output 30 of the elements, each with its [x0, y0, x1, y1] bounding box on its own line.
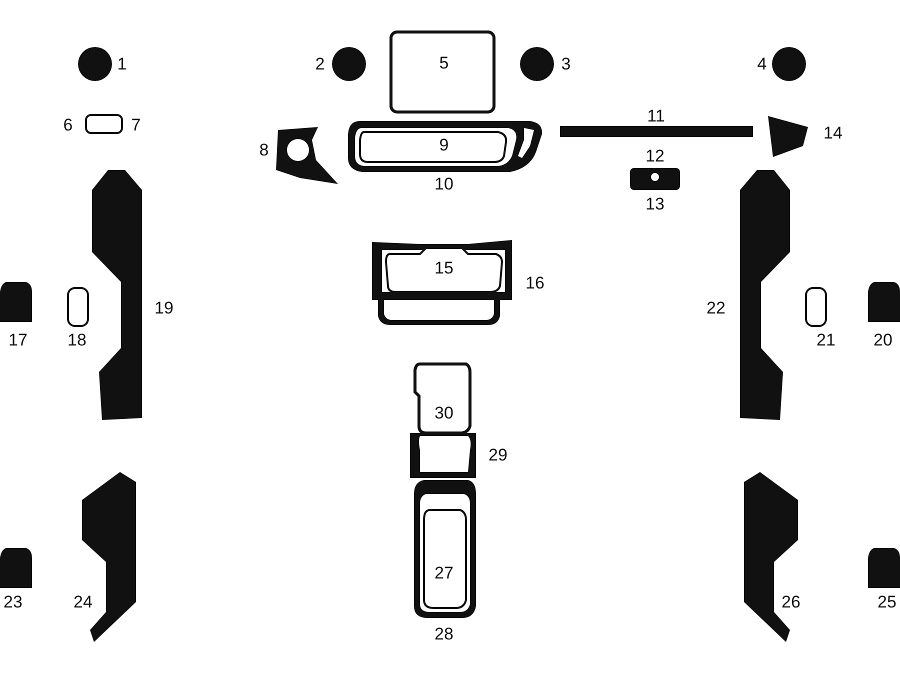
- callout-number: 11: [647, 108, 665, 124]
- callout-number: 4: [757, 56, 767, 72]
- callout-number: 30: [434, 404, 454, 422]
- callout-number: 18: [68, 332, 86, 348]
- callout-number: 2: [315, 56, 325, 72]
- callout-number: 15: [434, 260, 454, 276]
- callout-number: 5: [439, 54, 449, 72]
- callout-number: 14: [824, 124, 842, 142]
- callout-number: 22: [706, 300, 726, 316]
- callout-number: 7: [131, 116, 141, 134]
- callout-number: 19: [154, 300, 174, 316]
- callout-number: 29: [488, 446, 508, 464]
- callout-number: 8: [259, 142, 269, 158]
- callout-number: 16: [526, 274, 544, 292]
- callout-number: 6: [63, 116, 73, 134]
- callout-number: 17: [8, 332, 28, 348]
- callout-number: 28: [434, 626, 454, 642]
- callout-number: 21: [816, 332, 836, 348]
- callout-number: 1: [117, 56, 127, 72]
- callout-number: 10: [434, 176, 454, 192]
- callout-number: 23: [4, 594, 22, 610]
- callout-number: 3: [561, 56, 571, 72]
- callout-number: 27: [434, 564, 454, 582]
- callout-number: 9: [439, 136, 449, 154]
- callout-number: 13: [646, 196, 664, 212]
- callout-number: 20: [874, 332, 892, 348]
- callout-number: 12: [646, 148, 664, 164]
- callout-number: 26: [782, 594, 800, 610]
- callout-number: 25: [878, 594, 896, 610]
- callout-number: 24: [74, 594, 92, 610]
